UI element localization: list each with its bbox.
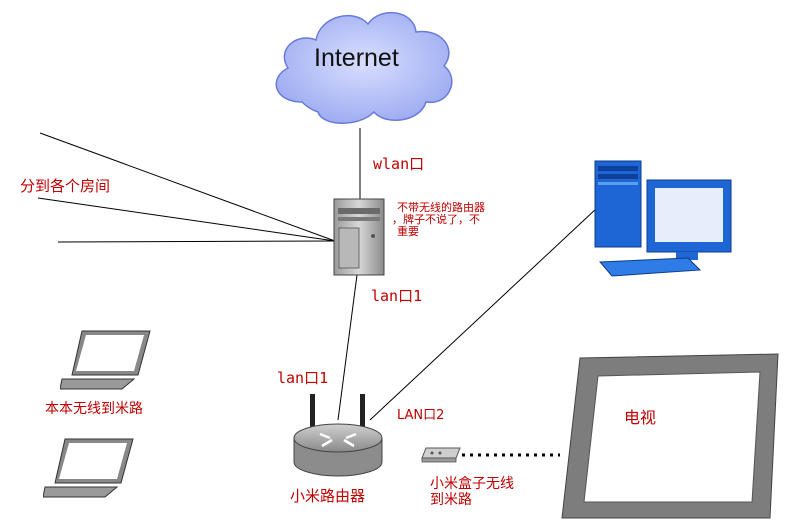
wireless-router-icon bbox=[293, 394, 383, 477]
mibox-note-line-2: 到米路 bbox=[430, 492, 472, 508]
tv-box-icon bbox=[421, 447, 461, 463]
desktop-computer-icon bbox=[594, 160, 732, 277]
server-icon bbox=[333, 198, 385, 276]
cloud-icon bbox=[275, 11, 453, 124]
wlan-port-label: wlan口 bbox=[373, 155, 425, 173]
cloud-label: Internet bbox=[314, 44, 399, 72]
lan-port-2-label: LAN口2 bbox=[397, 408, 445, 423]
room-line-2 bbox=[37, 197, 336, 242]
laptop-icon bbox=[60, 330, 151, 390]
laptop-note-label: 本本无线到米路 bbox=[45, 401, 143, 417]
mi-router-label: 小米路由器 bbox=[290, 487, 366, 505]
laptop-icon bbox=[43, 438, 134, 498]
mi-router-lan-port-1-label: lan口1 bbox=[277, 369, 329, 387]
router-note-line-1: 不带无线的路由器 bbox=[397, 201, 485, 214]
rooms-label: 分到各个房间 bbox=[20, 177, 111, 195]
mirouter-to-pc-line bbox=[369, 207, 598, 421]
router-note-line-2: ，牌子不说了，不 bbox=[392, 213, 480, 226]
router-to-mirouter-line bbox=[337, 274, 358, 421]
room-line-1 bbox=[39, 132, 336, 242]
router-note-line-3: 重要 bbox=[397, 225, 419, 238]
tv-icon bbox=[561, 353, 779, 519]
tv-label: 电视 bbox=[624, 408, 657, 427]
mibox-note-line-1: 小米盒子无线 bbox=[430, 476, 514, 492]
room-line-3 bbox=[57, 240, 336, 243]
lan-port-1-label: lan口1 bbox=[371, 287, 423, 305]
